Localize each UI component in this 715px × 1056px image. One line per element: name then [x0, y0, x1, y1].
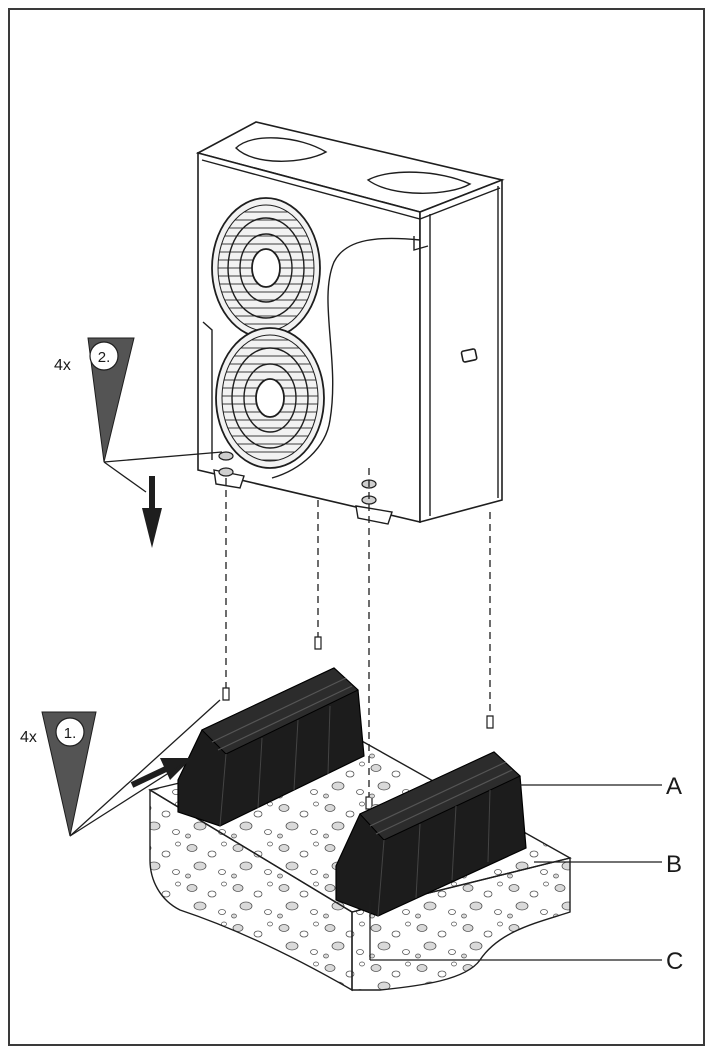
unit-front-face	[197, 151, 421, 524]
callout-lines	[369, 784, 662, 961]
step-2-quantity: 4x	[54, 357, 71, 374]
rubber-block-left	[177, 667, 365, 827]
step-2-number: 2.	[98, 349, 111, 366]
step-1-marker	[41, 699, 221, 837]
rubber-block-right	[335, 751, 527, 917]
handle-slot	[460, 348, 478, 363]
step-1-number: 1.	[64, 725, 77, 742]
step-2-marker	[87, 337, 223, 548]
diagram-frame	[8, 8, 705, 1046]
fan-upper	[211, 197, 321, 339]
unit-side-face	[419, 178, 503, 524]
step-1-quantity: 4x	[20, 729, 37, 746]
fan-lower	[215, 327, 325, 469]
down-arrow-icon	[142, 476, 162, 548]
callout-a-label: A	[666, 773, 682, 800]
callout-b-label: B	[666, 851, 682, 878]
callout-c-label: C	[666, 948, 683, 975]
heat-pump-unit	[195, 121, 505, 525]
